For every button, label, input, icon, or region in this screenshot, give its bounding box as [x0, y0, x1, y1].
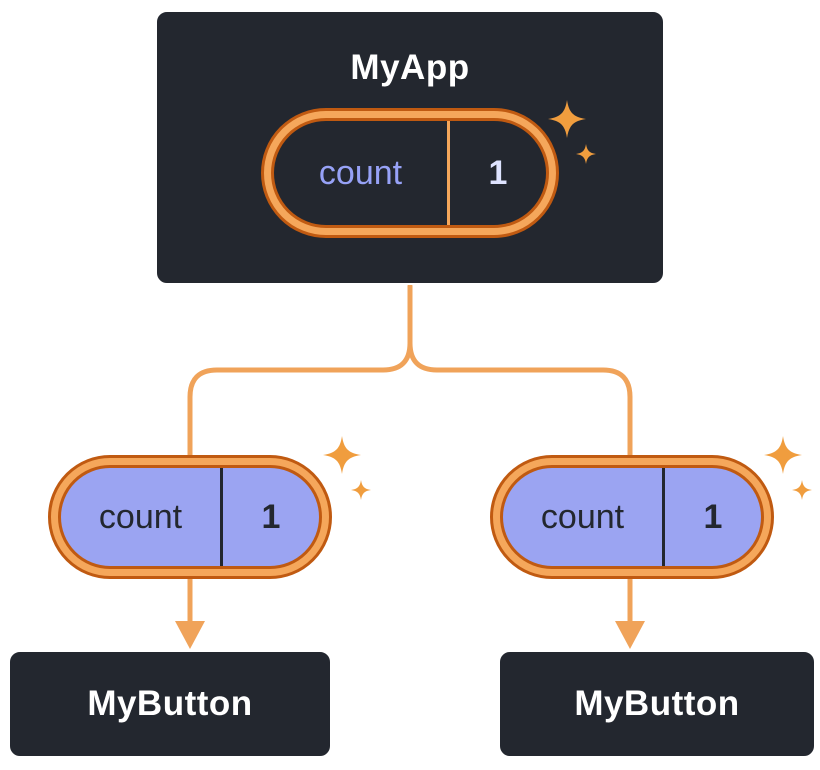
sparkle-big-icon [548, 100, 586, 138]
sparkle-icon [323, 436, 373, 502]
node-myapp-title: MyApp [350, 48, 470, 87]
sparkle-small-icon [576, 144, 596, 164]
prop-value-label: 1 [703, 497, 723, 536]
node-mybutton-title: MyButton [574, 684, 740, 723]
arrow-right-head [615, 621, 645, 649]
prop-pill-count-left: count 1 [48, 455, 332, 579]
connector-right-branch [407, 340, 633, 463]
node-mybutton-title: MyButton [87, 684, 253, 723]
pill-divider [220, 468, 223, 566]
sparkle-small-icon [792, 480, 812, 500]
prop-pill-body: count 1 [500, 465, 764, 569]
sparkle-big-icon [764, 436, 802, 474]
prop-value-label: 1 [261, 497, 281, 536]
sparkle-small-icon [351, 480, 371, 500]
pill-divider [662, 468, 665, 566]
sparkle-icon [548, 100, 598, 166]
prop-name-label: count [540, 497, 625, 536]
state-name-label: count [318, 153, 403, 192]
sparkle-big-icon [323, 436, 361, 474]
sparkle-icon [764, 436, 814, 502]
arrow-left-head [175, 621, 205, 649]
state-pill-count: count 1 [261, 108, 559, 238]
node-mybutton-right: MyButton [498, 650, 816, 758]
node-mybutton-left: MyButton [8, 650, 332, 758]
prop-pill-count-right: count 1 [490, 455, 774, 579]
connector-left-branch [187, 340, 413, 463]
state-pill-body: count 1 [271, 118, 549, 228]
node-myapp: MyApp count 1 [155, 10, 665, 285]
state-value-label: 1 [488, 153, 508, 192]
pill-divider [447, 121, 450, 225]
prop-pill-body: count 1 [58, 465, 322, 569]
prop-name-label: count [98, 497, 183, 536]
